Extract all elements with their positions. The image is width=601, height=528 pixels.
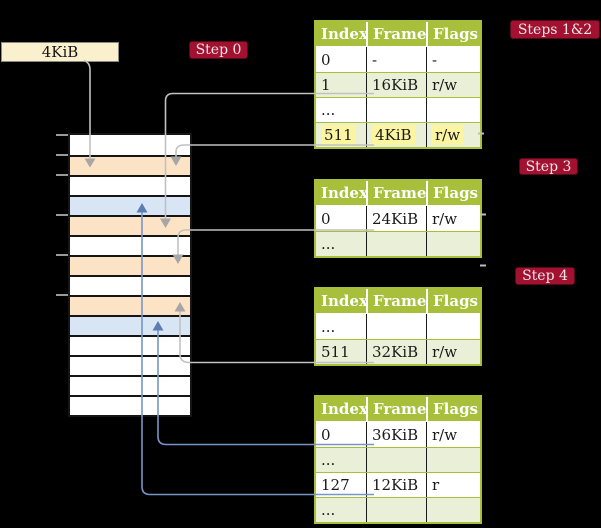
table-cell <box>366 314 426 339</box>
table-cell <box>366 232 426 256</box>
table-row: ... <box>316 447 480 472</box>
table-cell <box>366 98 426 122</box>
table-cell: 12KiB <box>366 473 426 497</box>
column-header: Flags <box>426 397 480 421</box>
table-cell: 32KiB <box>366 340 426 364</box>
table-cell: ... <box>321 317 336 336</box>
table-cell: 1 <box>321 76 331 94</box>
table-cell: 0 <box>321 50 331 69</box>
memory-frame-free <box>70 175 190 195</box>
memory-tick <box>56 134 68 136</box>
table-cell: r <box>426 473 480 497</box>
physical-memory-stack <box>68 133 192 417</box>
table-row: ... <box>316 97 480 122</box>
memory-tick <box>56 154 68 156</box>
table-cell: r/w <box>426 422 480 447</box>
table-cell <box>366 498 426 522</box>
table-row: 0 -- <box>316 47 480 72</box>
column-header: Frame <box>366 289 426 313</box>
column-header: Index <box>321 400 366 418</box>
column-header: Flags <box>426 289 480 313</box>
table-cell <box>366 448 426 472</box>
column-header: Frame <box>366 22 426 46</box>
cropped-line-stub-3 <box>480 264 486 267</box>
table-cell: 0 <box>321 425 331 444</box>
memory-frame-free <box>70 235 190 255</box>
table-row: 511 4KiB r/w <box>316 122 480 147</box>
memory-frame-free <box>70 395 190 415</box>
table-cell: ... <box>321 101 336 119</box>
table-cell <box>426 448 480 472</box>
memory-tick <box>56 254 68 256</box>
table-cell: 0 <box>321 209 331 228</box>
table-cell: 24KiB <box>366 206 426 231</box>
column-header: Frame <box>366 397 426 421</box>
memory-frame-free <box>70 135 190 155</box>
table-cell: r/w <box>426 206 480 231</box>
highlight-mark: r/w <box>432 125 464 145</box>
table-cell: - <box>426 47 480 72</box>
memory-frame-free <box>70 275 190 295</box>
highlight-mark: 511 <box>321 125 356 145</box>
table-cell: 16KiB <box>366 73 426 97</box>
table-row: ... <box>316 231 480 256</box>
memory-tick <box>56 294 68 296</box>
memory-frame-mapped-page <box>70 315 190 335</box>
memory-frame-free <box>70 335 190 355</box>
table-cell <box>426 98 480 122</box>
highlight-mark: 4KiB <box>372 125 415 145</box>
badge-step-3: Step 3 <box>519 158 578 175</box>
badge-steps-1-2: Steps 1&2 <box>510 20 600 39</box>
table-cell: - <box>366 47 426 72</box>
memory-frame-page-table <box>70 295 190 315</box>
badge-step-4: Step 4 <box>515 267 575 285</box>
memory-tick <box>56 174 68 176</box>
memory-frame-free <box>70 355 190 375</box>
column-header: Frame <box>366 181 426 205</box>
table-cell: r/w <box>426 123 480 147</box>
table-row: ... <box>316 497 480 522</box>
frame-size-label: 4KiB <box>41 43 79 61</box>
table-cell: 36KiB <box>366 422 426 447</box>
table-cell: ... <box>321 451 336 469</box>
table-cell: 127 <box>321 476 350 494</box>
table-cell: r/w <box>426 340 480 364</box>
table-cell: ... <box>321 235 336 253</box>
memory-frame-page-table <box>70 255 190 275</box>
table-cell: 511 <box>316 123 366 147</box>
column-header: Flags <box>426 22 480 46</box>
column-header: Flags <box>426 181 480 205</box>
table-row: ... <box>316 314 480 339</box>
memory-frame-free <box>70 375 190 395</box>
table-cell <box>426 314 480 339</box>
memory-frame-page-table <box>70 215 190 235</box>
memory-frame-page-table <box>70 155 190 175</box>
memory-frame-mapped-page <box>70 195 190 215</box>
table-cell: r/w <box>426 73 480 97</box>
frame-size-box: 4KiB <box>1 42 119 62</box>
memory-tick <box>56 214 68 216</box>
table-cell <box>426 498 480 522</box>
table-cell: 4KiB <box>366 123 426 147</box>
table-cell: 511 <box>321 343 350 361</box>
column-header: Index <box>321 292 366 310</box>
badge-step-0: Step 0 <box>189 41 248 59</box>
table-cell: ... <box>321 501 336 519</box>
column-header: Index <box>321 184 366 202</box>
column-header: Index <box>321 25 366 43</box>
table-cell <box>426 232 480 256</box>
